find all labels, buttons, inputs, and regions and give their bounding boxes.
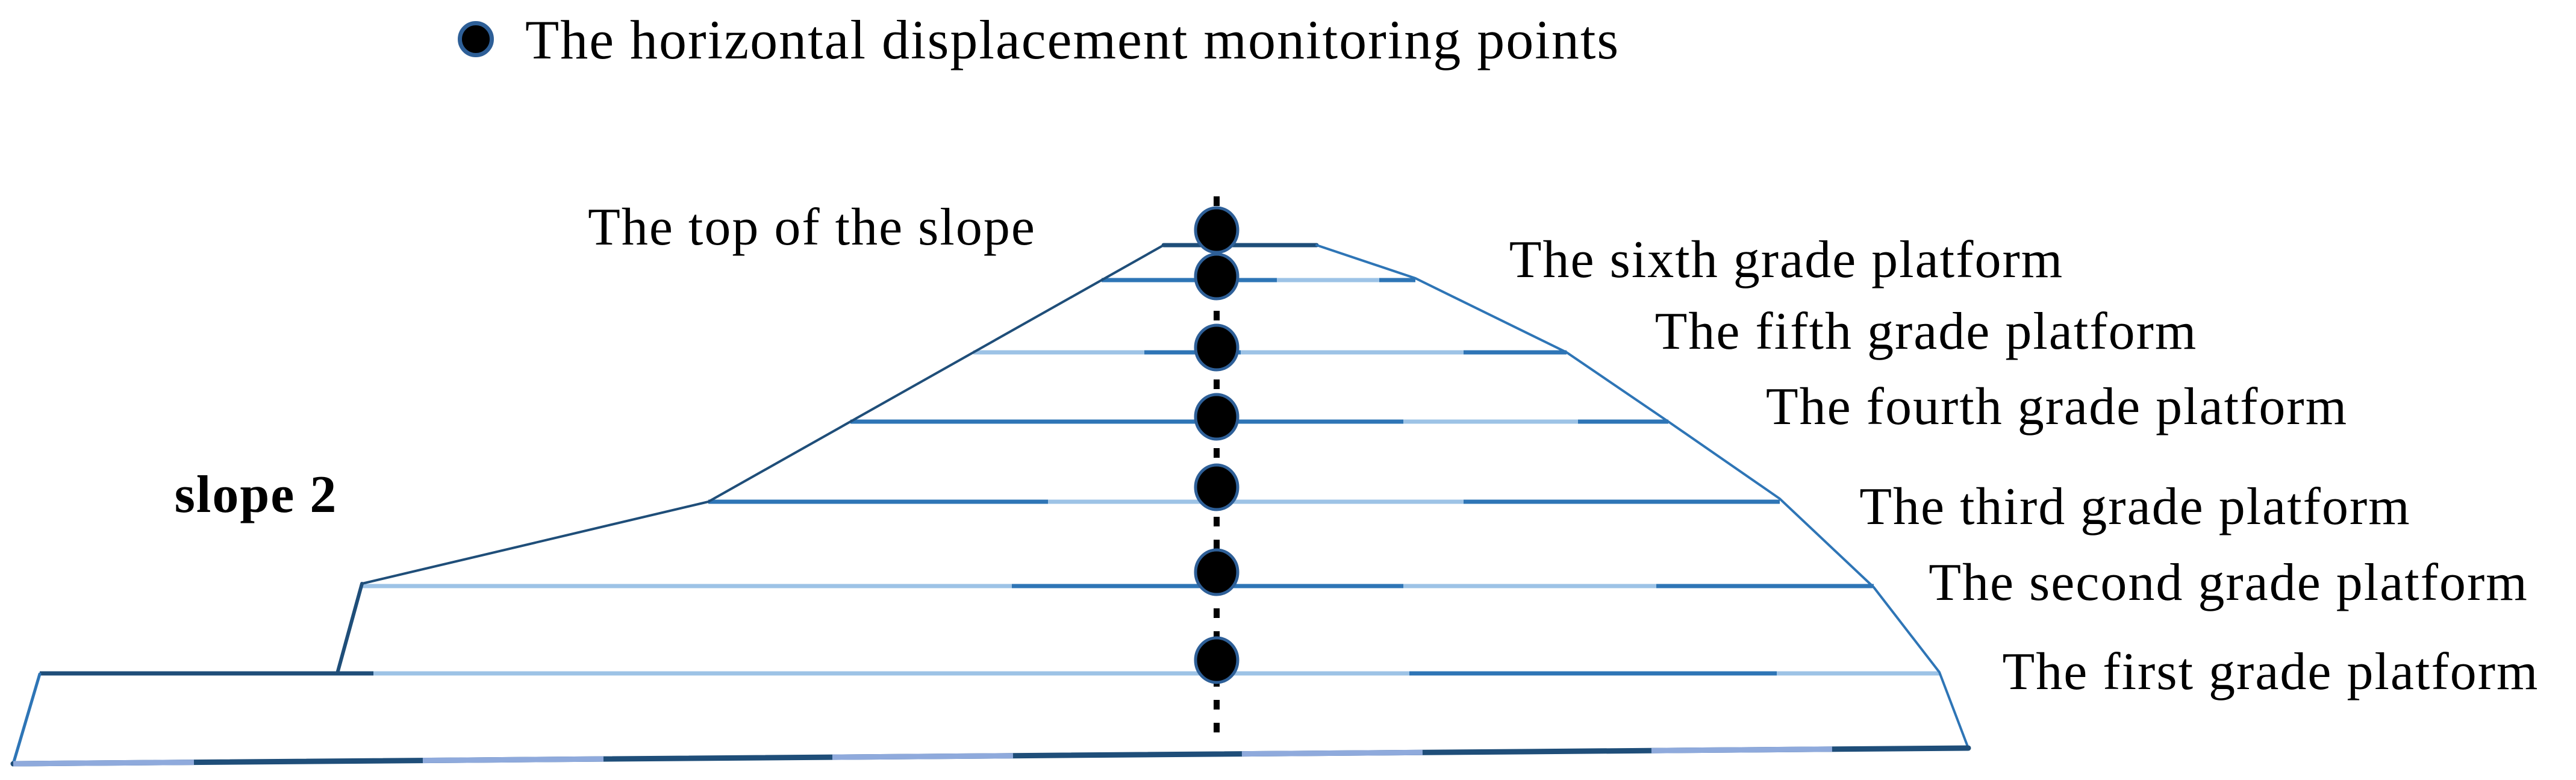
slope-outline-left-step <box>335 582 364 675</box>
legend-label: The horizontal displacement monitoring p… <box>525 9 1620 70</box>
platform-label-fourth: The fourth grade platform <box>1765 378 2348 436</box>
monitoring-point <box>1194 252 1240 301</box>
platform-label-third: The third grade platform <box>1859 478 2411 536</box>
slope-outline-right-face <box>1315 244 1969 749</box>
platform-label-sixth: The sixth grade platform <box>1509 231 2064 289</box>
slope-outline-ground-overlay <box>13 745 1969 767</box>
monitoring-point <box>1194 463 1240 511</box>
monitoring-point <box>1194 323 1240 372</box>
slope-outline-left-face-lower <box>361 501 709 585</box>
platform-label-second: The second grade platform <box>1929 554 2528 612</box>
platform-label-fifth: The fifth grade platform <box>1654 302 2198 361</box>
slope-2-label: slope 2 <box>174 466 338 524</box>
top-of-slope-label: The top of the slope <box>588 198 1036 257</box>
monitoring-point <box>1194 393 1240 441</box>
platform-label-first: The first grade platform <box>2002 643 2539 701</box>
slope-outline-left-toe <box>11 672 42 766</box>
monitoring-point <box>1194 206 1240 254</box>
monitoring-point-legend-icon <box>458 21 494 57</box>
monitoring-point <box>1194 636 1240 684</box>
monitoring-point <box>1194 548 1240 596</box>
slope-outline-left-face-upper <box>707 244 1165 503</box>
